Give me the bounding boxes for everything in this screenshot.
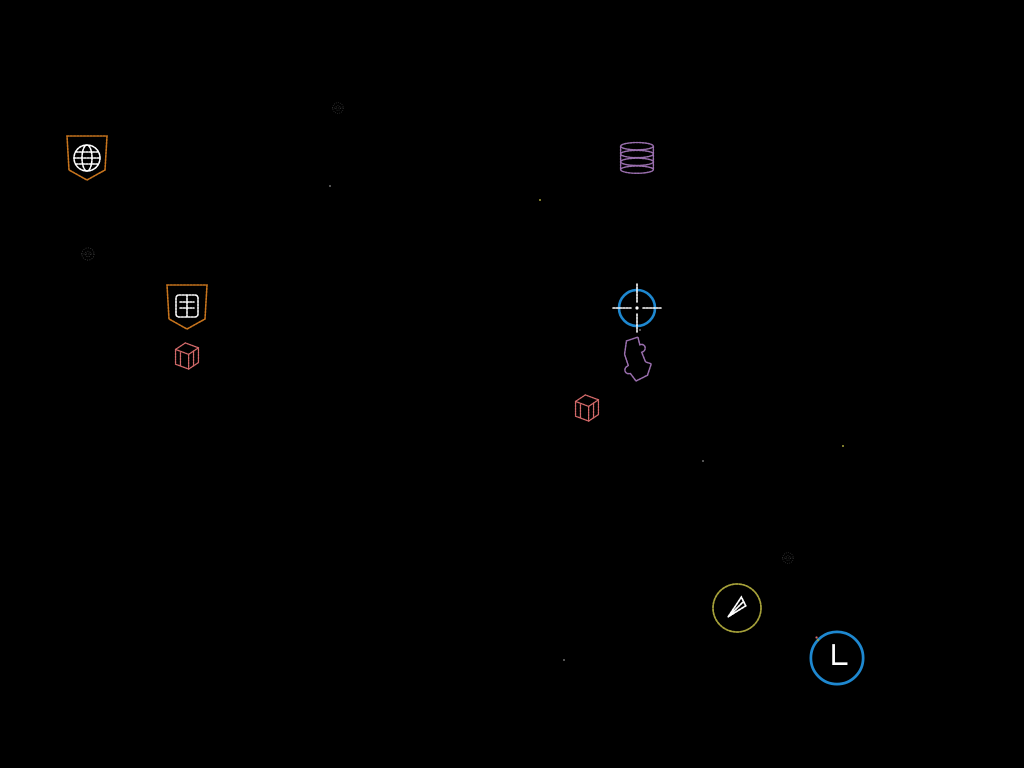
dim-ring-sprite-icon (81, 247, 95, 261)
shield-scroll-sprite-icon (166, 284, 208, 330)
database-stack-sprite-icon (619, 141, 655, 175)
dim-device-sprite-icon (782, 552, 794, 564)
particle-sprite (639, 329, 641, 331)
particle-sprite (563, 659, 565, 661)
particle-sprite (842, 445, 844, 447)
crosshair-target-sprite-icon (612, 283, 662, 333)
clock-sprite-icon (809, 630, 865, 686)
dim-flower-sprite-icon (332, 102, 344, 114)
compass-sprite-icon (712, 583, 762, 633)
puzzle-piece-sprite-icon (623, 336, 653, 382)
particle-sprite (702, 460, 704, 462)
shield-globe-sprite-icon (66, 135, 108, 181)
cube-sprite-icon (574, 394, 600, 422)
cube-sprite-icon (174, 342, 200, 370)
particle-sprite (329, 185, 331, 187)
particle-sprite (817, 639, 819, 641)
particle-sprite (539, 199, 541, 201)
